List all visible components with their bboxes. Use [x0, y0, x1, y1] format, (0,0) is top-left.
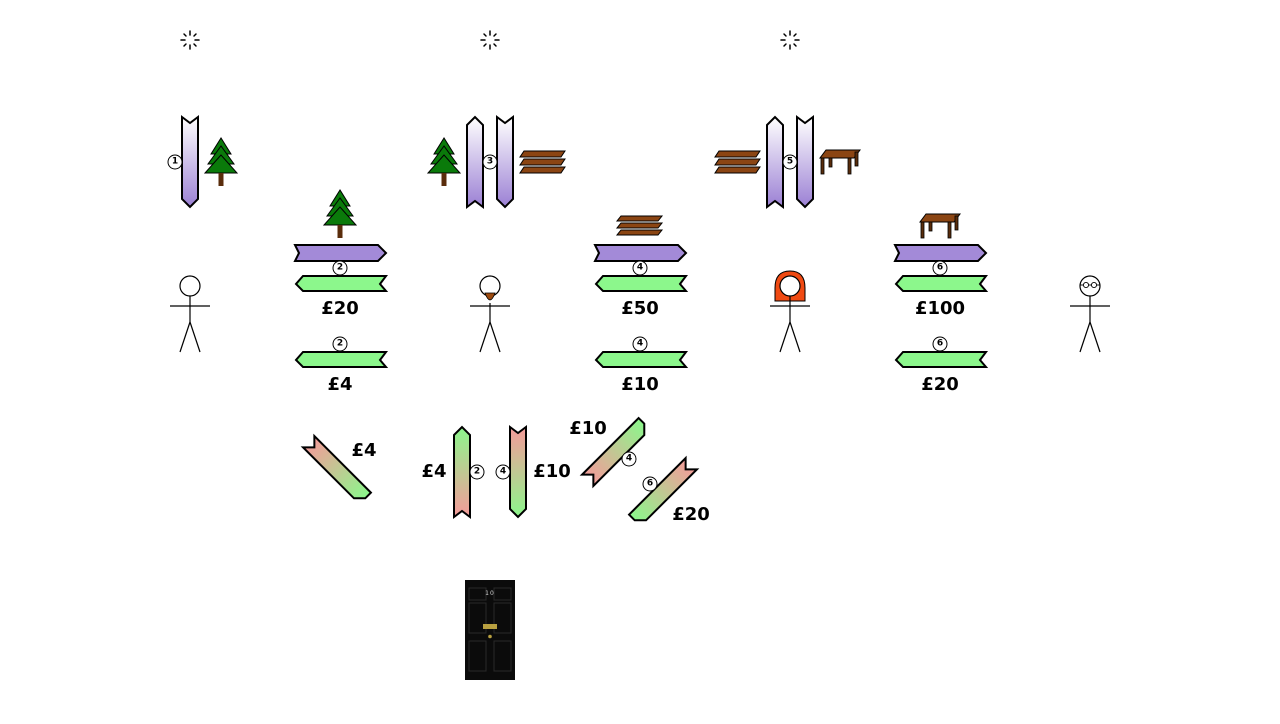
left-arrow-green [294, 351, 389, 368]
price-label: £20 [321, 298, 359, 319]
fee-arrow-label: £10 [569, 418, 607, 439]
left-arrow-green [594, 351, 689, 368]
hub-step-1 [181, 115, 239, 209]
person-2-stick-figure [470, 275, 510, 353]
table-icon [819, 149, 861, 175]
hub-step-3 [426, 115, 566, 209]
price-label: £100 [914, 298, 966, 319]
down-arrow-purple [496, 115, 514, 209]
step-number-badge: 4 [632, 260, 648, 276]
fee-label: £10 [621, 374, 659, 395]
left-arrow-green [894, 351, 989, 368]
step-number-badge: 4 [495, 464, 511, 480]
planks-icon [714, 150, 761, 174]
fee-label: £4 [327, 374, 353, 395]
door-number: 10 [485, 590, 495, 597]
fee-arrow-label: £4 [421, 461, 447, 482]
hub-step-5 [714, 115, 861, 209]
step-number-badge: 1 [167, 154, 183, 170]
fee-arrow-diagonal [300, 433, 373, 500]
door-icon [465, 580, 515, 680]
trade-column-2 [593, 215, 689, 368]
person-4-stick-figure [1070, 275, 1110, 353]
step-number-badge: 2 [469, 464, 485, 480]
left-arrow-green [594, 275, 689, 292]
fee-arrow-down [509, 425, 527, 519]
down-arrow-purple [181, 115, 199, 209]
step-number-badge: 6 [932, 260, 948, 276]
sparkle-icon [480, 30, 500, 50]
step-number-badge: 5 [782, 154, 798, 170]
fee-arrow-label: £20 [672, 504, 710, 525]
step-number-badge: 4 [621, 451, 637, 467]
tree-icon [322, 189, 358, 238]
trade-column-3 [893, 213, 989, 368]
right-arrow-purple [593, 244, 688, 262]
sparkle-icon [780, 30, 800, 50]
planks-icon [615, 215, 664, 236]
sparkle-icon [180, 30, 200, 50]
left-arrow-green [894, 275, 989, 292]
planks-icon [519, 150, 566, 174]
price-label: £50 [621, 298, 659, 319]
step-number-badge: 4 [632, 336, 648, 352]
person-3-stick-figure [770, 270, 810, 353]
fee-arrow-diagonal [627, 455, 700, 522]
up-arrow-purple [766, 115, 784, 209]
fee-arrow-diagonal [579, 416, 646, 489]
fee-arrow-up [453, 425, 471, 519]
trade-column-1 [293, 189, 389, 368]
right-arrow-purple [893, 244, 988, 262]
tree-icon [203, 137, 239, 186]
table-icon [919, 213, 961, 239]
step-number-badge: 2 [332, 336, 348, 352]
fee-label: £20 [921, 374, 959, 395]
step-number-badge: 6 [932, 336, 948, 352]
step-number-badge: 2 [332, 260, 348, 276]
up-arrow-purple [466, 115, 484, 209]
fee-arrow-label: £4 [351, 440, 377, 461]
right-arrow-purple [293, 244, 388, 262]
step-number-badge: 6 [642, 476, 658, 492]
down-arrow-purple [796, 115, 814, 209]
left-arrow-green [294, 275, 389, 292]
person-1-stick-figure [170, 275, 210, 353]
fee-arrow-label: £10 [533, 461, 571, 482]
tree-icon [426, 137, 462, 186]
step-number-badge: 3 [482, 154, 498, 170]
